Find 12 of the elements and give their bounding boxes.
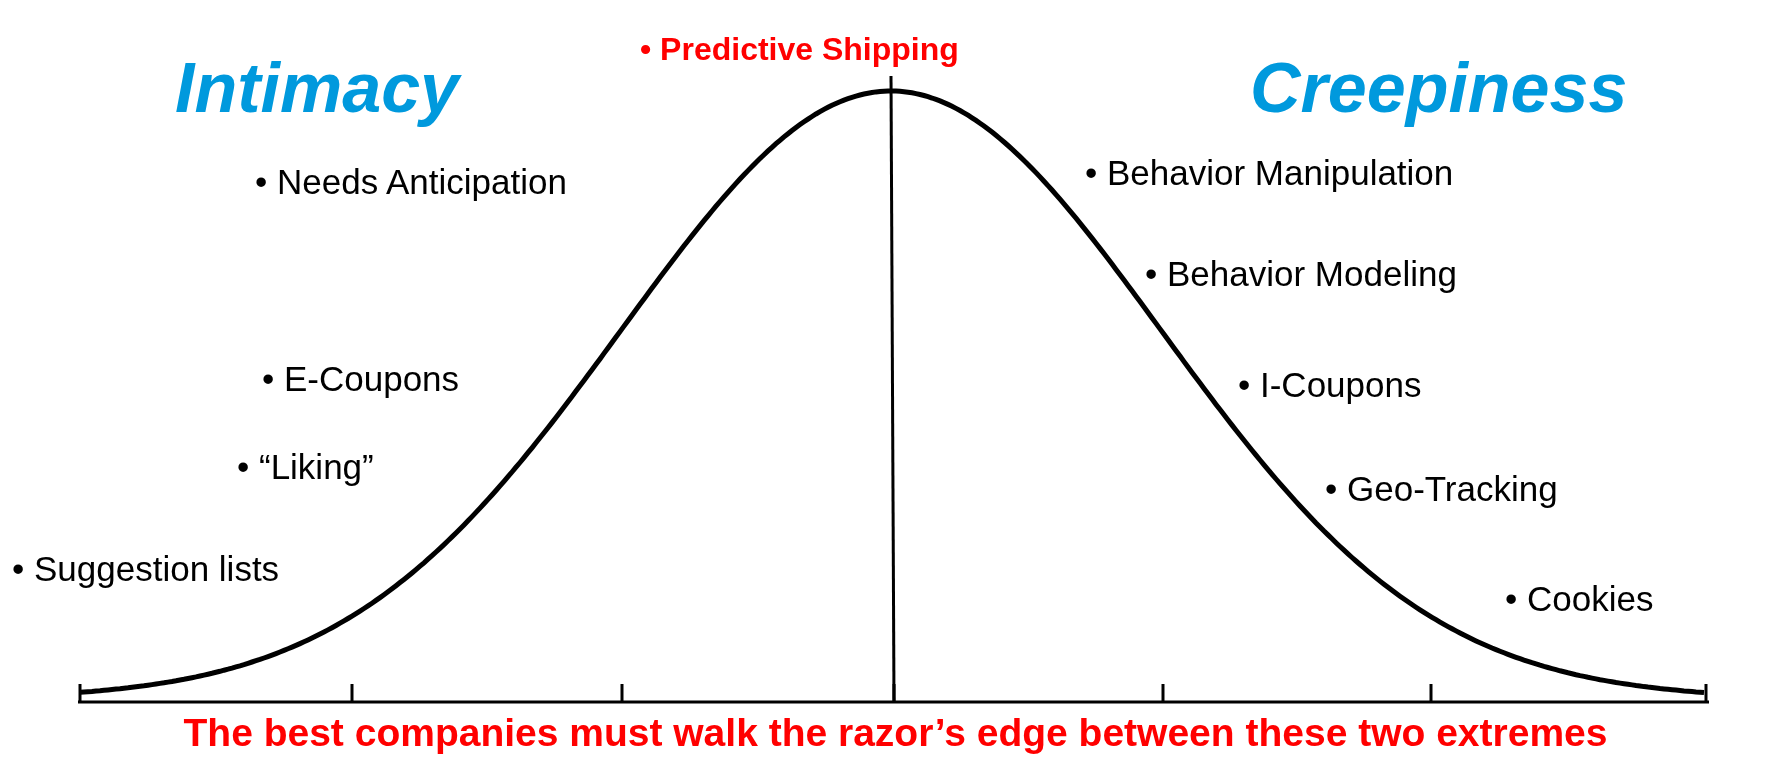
list-item: • Needs Anticipation	[255, 163, 567, 202]
caption: The best companies must walk the razor’s edge between these two extremes	[183, 712, 1608, 755]
list-item: • I-Coupons	[1238, 366, 1422, 405]
list-item: • Suggestion lists	[12, 550, 280, 589]
list-item: • Geo-Tracking	[1325, 470, 1558, 509]
highlight-item: • Predictive Shipping	[640, 32, 959, 68]
heading: Creepiness	[1250, 50, 1628, 127]
list-item: • E-Coupons	[262, 360, 460, 399]
list-item: • “Liking”	[237, 448, 374, 487]
list-item: • Behavior Modeling	[1145, 255, 1457, 294]
list-item: • Behavior Manipulation	[1085, 154, 1454, 193]
list-item: • Cookies	[1505, 580, 1654, 619]
